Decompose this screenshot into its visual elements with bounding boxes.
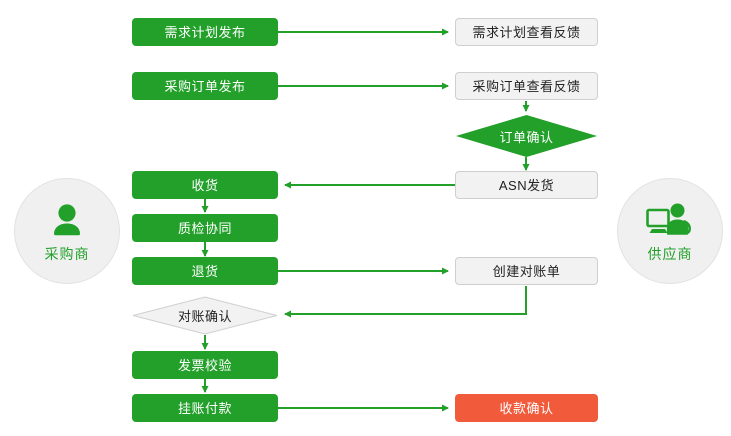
person-icon xyxy=(41,198,93,242)
node-order-confirm-label: 订单确认 xyxy=(499,129,554,145)
node-demand-plan-publish[interactable]: 需求计划发布 xyxy=(132,18,278,46)
node-demand-plan-feedback-label: 需求计划查看反馈 xyxy=(472,24,581,40)
node-invoice-check[interactable]: 发票校验 xyxy=(132,351,278,379)
node-statement-confirm-label: 对账确认 xyxy=(177,309,232,324)
node-statement-confirm[interactable]: 对账确认 xyxy=(132,296,278,335)
node-purchase-order-publish-label: 采购订单发布 xyxy=(164,78,246,94)
node-purchase-order-feedback[interactable]: 采购订单查看反馈 xyxy=(455,72,598,100)
node-return-goods[interactable]: 退货 xyxy=(132,257,278,285)
node-purchase-order-feedback-label: 采购订单查看反馈 xyxy=(472,78,581,94)
actor-buyer-label: 采购商 xyxy=(44,246,90,262)
actor-buyer: 采购商 xyxy=(14,178,120,284)
node-demand-plan-publish-label: 需求计划发布 xyxy=(164,24,246,40)
node-payment-confirm-label: 收款确认 xyxy=(499,400,554,416)
node-receive-goods-label: 收货 xyxy=(191,177,219,193)
node-account-payment[interactable]: 挂账付款 xyxy=(132,394,278,422)
node-payment-confirm[interactable]: 收款确认 xyxy=(455,394,598,422)
edge-statement-to-confirm xyxy=(284,286,527,318)
person-with-monitor-icon xyxy=(644,198,696,242)
node-asn-shipment-label: ASN发货 xyxy=(498,177,555,193)
node-quality-collab-label: 质检协同 xyxy=(177,220,232,236)
node-return-goods-label: 退货 xyxy=(191,263,219,279)
node-receive-goods[interactable]: 收货 xyxy=(132,171,278,199)
node-create-statement[interactable]: 创建对账单 xyxy=(455,257,598,285)
node-asn-shipment[interactable]: ASN发货 xyxy=(455,171,598,199)
actor-supplier: 供应商 xyxy=(617,178,723,284)
node-purchase-order-publish[interactable]: 采购订单发布 xyxy=(132,72,278,100)
node-demand-plan-feedback[interactable]: 需求计划查看反馈 xyxy=(455,18,598,46)
node-create-statement-label: 创建对账单 xyxy=(492,263,561,279)
node-account-payment-label: 挂账付款 xyxy=(177,400,232,416)
node-order-confirm[interactable]: 订单确认 xyxy=(455,114,598,158)
actor-supplier-label: 供应商 xyxy=(647,246,693,262)
node-quality-collab[interactable]: 质检协同 xyxy=(132,214,278,242)
node-invoice-check-label: 发票校验 xyxy=(177,357,232,373)
